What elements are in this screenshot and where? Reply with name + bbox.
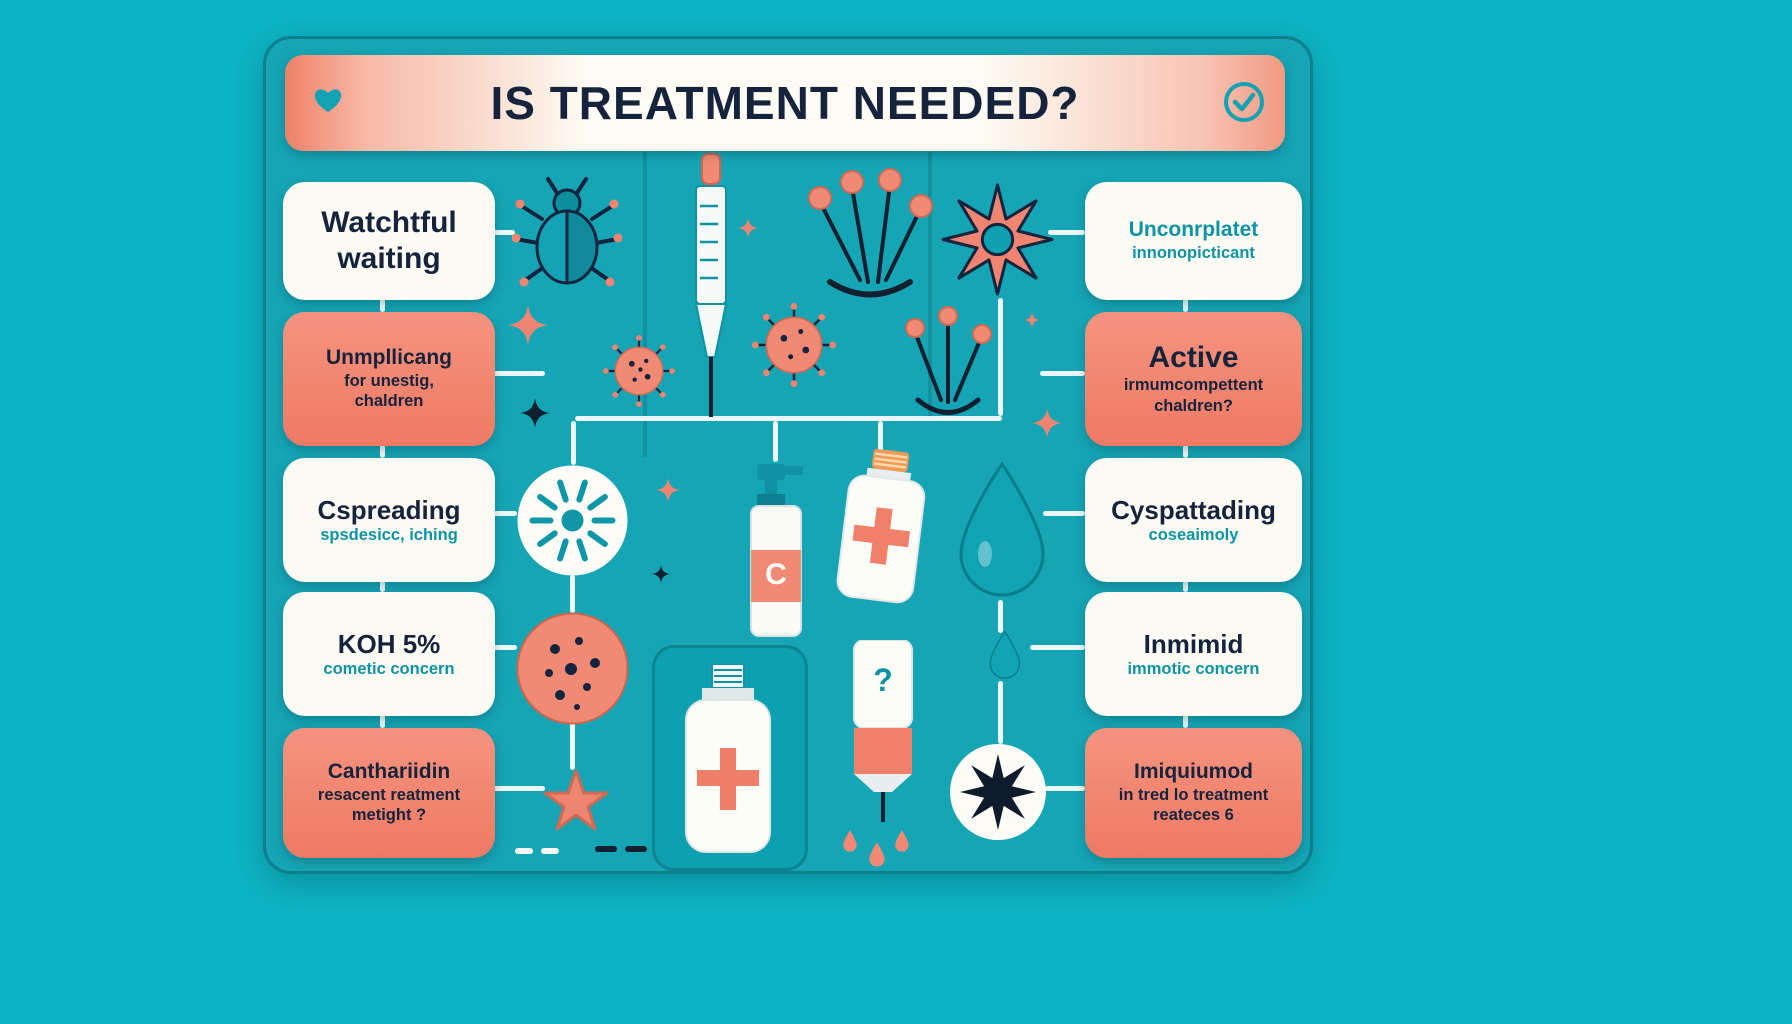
connector-line (1183, 434, 1188, 458)
node-text: Active (1148, 340, 1239, 374)
dotted-ball-icon (515, 611, 630, 731)
node-text: Watchtful (321, 206, 457, 240)
dash-mark (625, 846, 647, 852)
node-text: in tred lo treatment (1118, 785, 1269, 804)
pin-cluster-icon (893, 300, 1003, 430)
page-title: IS TREATMENT NEEDED? (490, 77, 1080, 129)
sparkle-icon (1032, 408, 1062, 443)
connector-line (1048, 230, 1085, 235)
virus-icon (752, 303, 836, 392)
sparkle-icon (656, 478, 680, 507)
connector-line (998, 681, 1003, 744)
node-text: KOH 5% (337, 628, 441, 659)
pump-label: C (765, 558, 787, 591)
node-koh-5-percent: KOH 5% cometic concern (283, 592, 495, 716)
node-imiquimod-treatment: Imiquiumod in tred lo treatment reateces… (1085, 728, 1302, 858)
node-text: Cyspattading (1111, 494, 1276, 525)
node-uncomplicated-immunocompetent: Unconrplatet innonopicticant (1085, 182, 1302, 300)
sparkle-icon (508, 305, 548, 350)
connector-line (1040, 371, 1085, 376)
connector-line (1045, 786, 1085, 791)
drop-icon (894, 830, 910, 857)
node-text: Imiquiumod (1134, 759, 1253, 783)
starburst-icon (948, 742, 1048, 847)
connector-line (1183, 288, 1188, 312)
star-icon (543, 768, 609, 837)
connector-line (483, 786, 545, 791)
node-text: coseaimoly (1148, 525, 1239, 544)
node-text: spsdesicc, iching (320, 525, 458, 544)
heart-icon (313, 86, 343, 119)
ointment-tube-icon (823, 445, 942, 616)
connector-line (483, 230, 515, 235)
dash-mark (595, 846, 617, 852)
node-text: innonopicticant (1132, 243, 1255, 262)
node-cantharidin: Canthariidin resacent reatment metight ? (283, 728, 495, 858)
node-text: chaldren (354, 392, 424, 411)
question-mark-label: ? (873, 662, 893, 698)
sun-icon (515, 463, 630, 583)
water-drop-icon (955, 461, 1050, 602)
syringe-icon (688, 152, 734, 427)
node-text: cometic concern (323, 659, 455, 678)
header-banner: IS TREATMENT NEEDED? (285, 55, 1285, 151)
connector-line (380, 704, 385, 728)
virus-icon (603, 335, 675, 412)
node-text: irmumcompettent (1123, 376, 1264, 395)
node-text: waiting (337, 241, 441, 275)
connector-line (570, 575, 575, 613)
node-spreading-itching: Cspreading spsdesicc, iching (283, 458, 495, 582)
tick-icon (511, 175, 623, 300)
pin-cluster-icon (790, 162, 950, 312)
water-drop-icon (988, 630, 1022, 684)
node-text: resacent reatment (317, 785, 461, 804)
node-text: metight ? (351, 806, 427, 825)
question-tube-icon (846, 639, 920, 830)
connector-line (773, 421, 778, 462)
connector-line (1043, 511, 1085, 516)
node-text: Canthariidin (327, 759, 451, 783)
connector-line (1030, 645, 1085, 650)
node-text: Unconrplatet (1128, 218, 1259, 242)
connector-line (878, 421, 883, 455)
connector-line (570, 723, 575, 770)
pump-bottle-icon (745, 458, 807, 648)
node-watchful-waiting: Watchtful waiting (283, 182, 495, 300)
node-text: immotic concern (1127, 659, 1260, 678)
check-circle-icon (1222, 80, 1266, 129)
connector-line (483, 371, 545, 376)
node-text: reateces 6 (1153, 806, 1234, 825)
connector-line (483, 511, 517, 516)
connector-line (998, 600, 1003, 633)
node-imiquimod-concern: Inmimid immotic concern (1085, 592, 1302, 716)
drop-icon (842, 830, 858, 857)
node-text: Inmimid (1143, 628, 1244, 659)
connector-line (998, 298, 1003, 416)
dash-mark (515, 848, 533, 854)
connector-line (380, 288, 385, 312)
sparkle-icon (520, 398, 550, 433)
node-text: for unestig, (344, 371, 434, 390)
divider-line (643, 152, 647, 457)
connector-line (1183, 704, 1188, 728)
connector-line (575, 416, 1002, 421)
drop-icon (868, 842, 886, 872)
divider-line (928, 152, 932, 420)
connector-line (483, 645, 517, 650)
node-text: Cspreading (317, 494, 461, 525)
sparkle-icon (738, 218, 758, 243)
node-spreading-cosmetic: Cyspattading coseaimoly (1085, 458, 1302, 582)
node-text: Unmpllicang (325, 345, 452, 369)
connector-line (571, 421, 576, 465)
node-active-immunocompetent: Active irmumcompettent chaldren? (1085, 312, 1302, 446)
treatment-tube-icon (672, 663, 784, 865)
sparkle-icon (1024, 312, 1040, 333)
dash-mark (541, 848, 559, 854)
node-text: chaldren? (1154, 397, 1233, 416)
connector-line (380, 434, 385, 458)
compass-star-icon (940, 182, 1055, 302)
sparkle-icon (652, 565, 670, 588)
node-uncomplicated-children: Unmpllicang for unestig, chaldren (283, 312, 495, 446)
